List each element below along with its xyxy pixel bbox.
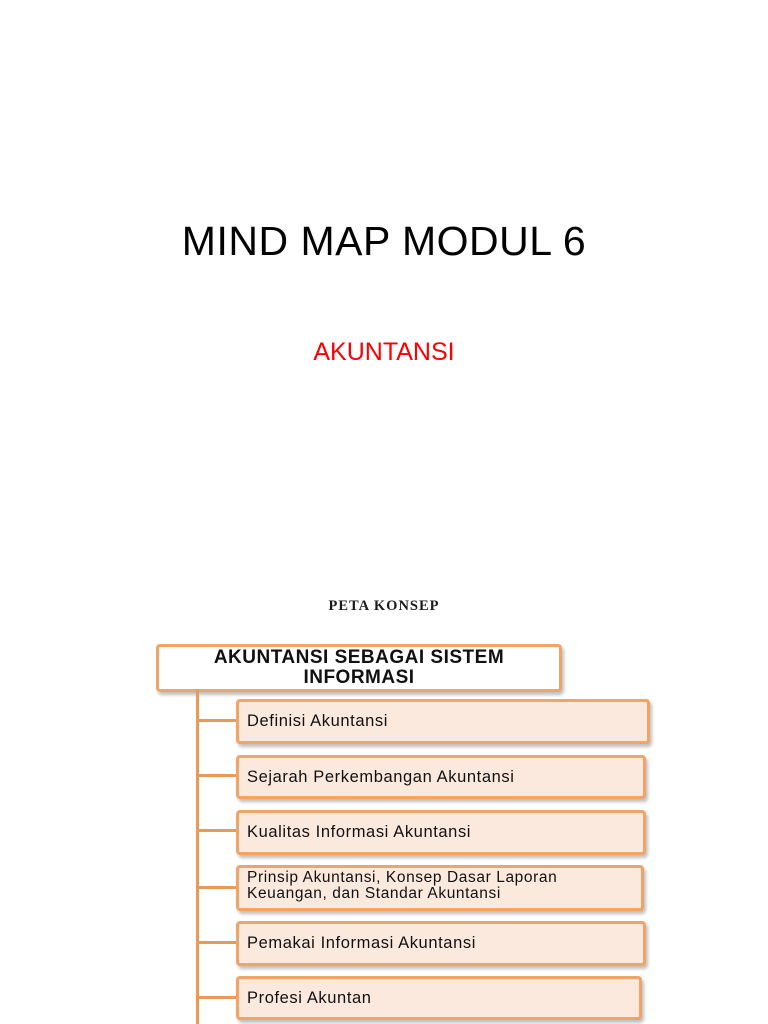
concept-map-spine <box>196 689 199 1024</box>
concept-map-root: AKUNTANSI SEBAGAI SISTEM INFORMASI <box>156 644 562 692</box>
concept-map-heading: PETA KONSEP <box>328 598 440 614</box>
branch-connector-2 <box>198 774 238 777</box>
slide-subtitle: AKUNTANSI <box>313 338 455 366</box>
branch-label-2: Sejarah Perkembangan Akuntansi <box>247 767 515 786</box>
branch-box-3: Kualitas Informasi Akuntansi <box>236 810 646 855</box>
branch-connector-4 <box>198 886 238 889</box>
branch-connector-5 <box>198 941 238 944</box>
branch-box-2: Sejarah Perkembangan Akuntansi <box>236 755 646 799</box>
branch-box-4: Prinsip Akuntansi, Konsep Dasar Laporan … <box>236 865 644 911</box>
branch-box-1: Definisi Akuntansi <box>236 699 650 744</box>
branch-label-1: Definisi Akuntansi <box>247 712 389 730</box>
branch-box-5: Pemakai Informasi Akuntansi <box>236 921 646 966</box>
slide-title: MIND MAP MODUL 6 <box>181 218 587 264</box>
branch-label-3: Kualitas Informasi Akuntansi <box>247 823 472 841</box>
concept-map-root-label: AKUNTANSI SEBAGAI SISTEM INFORMASI <box>213 647 505 688</box>
branch-label-6: Profesi Akuntan <box>247 988 372 1007</box>
branch-box-6: Profesi Akuntan <box>236 976 642 1020</box>
branch-label-4: Prinsip Akuntansi, Konsep Dasar Laporan … <box>247 869 558 902</box>
branch-connector-3 <box>198 829 238 832</box>
branch-connector-6 <box>198 996 238 999</box>
branch-connector-1 <box>198 719 238 722</box>
branch-label-5: Pemakai Informasi Akuntansi <box>247 934 476 952</box>
